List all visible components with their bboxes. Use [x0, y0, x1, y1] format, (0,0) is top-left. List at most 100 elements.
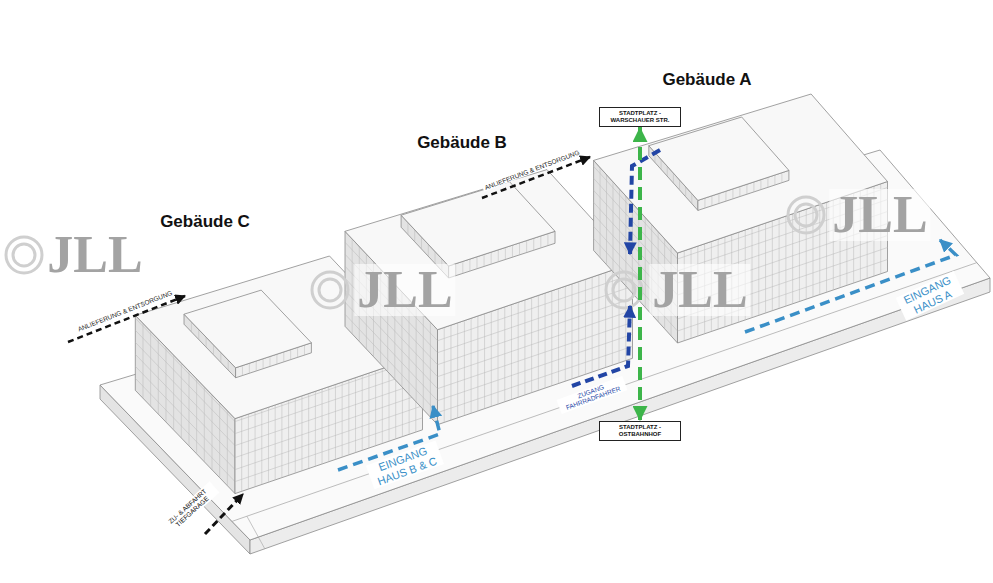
kerb-line — [247, 516, 265, 549]
window-line — [348, 380, 349, 455]
window-line — [263, 359, 264, 369]
window-line — [315, 391, 316, 466]
watermark: JLL — [649, 264, 750, 316]
window-line — [249, 363, 250, 373]
window-line — [812, 207, 813, 297]
window-line — [477, 316, 478, 411]
window-line — [558, 288, 559, 383]
buildings — [100, 94, 990, 554]
window-line — [667, 166, 668, 176]
window-line — [531, 298, 532, 393]
window-line — [335, 384, 336, 459]
watermark-ring — [13, 244, 35, 266]
window-line — [248, 414, 249, 489]
connectors — [640, 127, 641, 421]
window-line — [196, 379, 197, 454]
window-line — [484, 314, 485, 409]
window-line — [746, 184, 747, 194]
window-line — [457, 323, 458, 418]
window-line — [661, 159, 662, 169]
window-line — [173, 355, 174, 430]
bicycle-arrow — [572, 306, 630, 386]
window-line — [322, 389, 323, 464]
window-line — [228, 360, 229, 370]
watermark-ring — [795, 204, 817, 226]
window-line — [673, 173, 674, 183]
floor-line — [438, 322, 633, 388]
window-line — [275, 405, 276, 480]
window-line — [342, 382, 343, 457]
window-line — [283, 352, 284, 362]
window-line — [407, 222, 408, 234]
window-line — [491, 311, 492, 406]
window-line — [428, 244, 429, 256]
place-box: STADTPLATZ - WARSCHAUER STR. — [599, 107, 681, 127]
window-line — [498, 309, 499, 404]
window-line — [484, 254, 485, 266]
bicycle-access-label: ZUGANG FAHRRADFAHRER — [557, 376, 628, 414]
window-line — [389, 366, 390, 441]
window-line — [781, 173, 782, 183]
window-line — [191, 322, 192, 332]
window-line — [819, 205, 820, 295]
window-line — [142, 323, 143, 398]
window-line — [462, 261, 463, 273]
window-line — [767, 177, 768, 187]
window-line — [295, 398, 296, 473]
route-arrow — [638, 127, 642, 421]
watermark-ring — [606, 272, 642, 308]
window-line — [281, 403, 282, 478]
window-line — [645, 217, 646, 307]
window-line — [571, 284, 572, 379]
window-line — [256, 361, 257, 371]
window-line — [375, 371, 376, 446]
window-line — [464, 321, 465, 416]
floor-line — [438, 310, 633, 376]
window-line — [288, 400, 289, 475]
window-line — [476, 257, 477, 269]
watermark-ring — [6, 237, 42, 273]
delivery-note: ANLIEFERUNG & ENTSORGUNG — [482, 148, 583, 192]
entrance-label: EINGANG HAUS A — [896, 271, 965, 321]
window-line — [301, 396, 302, 471]
window-line — [444, 327, 445, 422]
window-line — [540, 236, 541, 248]
window-line — [308, 394, 309, 469]
window-line — [685, 187, 686, 197]
window-line — [732, 189, 733, 199]
watermark: JLL — [829, 189, 930, 241]
building-label: Gebäude B — [415, 133, 509, 153]
window-line — [469, 259, 470, 271]
window-line — [585, 279, 586, 374]
window-line — [498, 250, 499, 262]
window-line — [619, 268, 620, 363]
place-name: STADTPLATZ - OSTBAHNHOF — [604, 424, 676, 438]
site-slab-top — [100, 150, 990, 540]
window-line — [505, 247, 506, 259]
window-line — [220, 352, 221, 362]
window-line — [774, 175, 775, 185]
building-roof — [649, 117, 789, 200]
window-line — [382, 368, 383, 443]
window-line — [421, 237, 422, 249]
window-line — [504, 307, 505, 402]
window-line — [679, 180, 680, 190]
window-line — [691, 194, 692, 204]
window-line — [711, 196, 712, 206]
window-line — [619, 189, 620, 279]
window-line — [362, 375, 363, 450]
window-line — [551, 291, 552, 386]
window-line — [545, 293, 546, 388]
window-line — [270, 356, 271, 366]
floor-line — [345, 302, 437, 400]
window-line — [297, 347, 298, 357]
building-label: Gebäude C — [158, 212, 252, 232]
window-line — [760, 180, 761, 190]
window-line — [213, 345, 214, 355]
window-line — [806, 209, 807, 299]
watermark: JLL — [354, 264, 455, 316]
window-line — [779, 218, 780, 308]
